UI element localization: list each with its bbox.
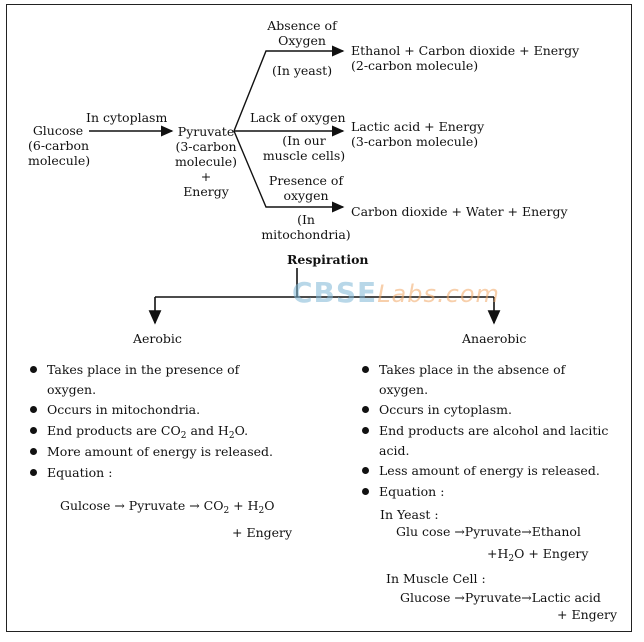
bullet-icon <box>30 406 37 413</box>
lack-of-oxygen-label: Lack of oxygen <box>250 110 346 125</box>
aerobic-point-location: Occurs in mitochondria. <box>28 400 328 421</box>
bullet-icon <box>362 366 369 373</box>
respiration-title: Respiration <box>287 252 369 267</box>
muscle-equation-line2: + Engery <box>557 607 618 622</box>
bullet-icon <box>30 448 37 455</box>
bullet-icon <box>362 467 369 474</box>
bullet-icon <box>30 366 37 373</box>
in-cytoplasm-label: In cytoplasm <box>86 110 168 125</box>
in-yeast-heading: In Yeast : <box>380 507 439 522</box>
in-yeast-label: (In yeast) <box>272 63 333 78</box>
branch-anaerobic-yeast-arrow <box>233 45 345 132</box>
watermark-logo: CBSELabs.com <box>292 276 500 309</box>
bullet-icon <box>362 488 369 495</box>
anaerobic-point-location: Occurs in cytoplasm. <box>360 400 630 421</box>
aerobic-equation-line2: + Engery <box>232 525 293 540</box>
aerobic-point-equation: Equation : <box>28 463 328 484</box>
aerobic-point-products: End products are CO2 and H2O. <box>28 421 328 442</box>
anaerobic-heading: Anaerobic <box>462 331 527 346</box>
anaerobic-point-energy: Less amount of energy is released. <box>360 461 630 482</box>
lactic-acid-result: Lactic acid + Energy(3-carbon molecule) <box>351 119 485 149</box>
bullet-icon <box>362 406 369 413</box>
ethanol-result: Ethanol + Carbon dioxide + Energy(2-carb… <box>351 43 580 73</box>
aerobic-point-energy: More amount of energy is released. <box>28 442 328 463</box>
muscle-equation-line1: Glucose →Pyruvate→Lactic acid <box>400 590 601 605</box>
aerobic-equation-line1: Gulcose → Pyruvate → CO2 + H2O <box>60 498 275 516</box>
in-muscle-cell-heading: In Muscle Cell : <box>386 571 486 586</box>
diagram-frame <box>6 4 632 632</box>
anaerobic-point-equation: Equation : <box>360 482 630 503</box>
bullet-icon <box>30 427 37 434</box>
bullet-icon <box>362 427 369 434</box>
aerobic-result: Carbon dioxide + Water + Energy <box>351 204 568 219</box>
yeast-equation-line1: Glu cose →Pyruvate→Ethanol <box>396 524 581 539</box>
branch-aerobic-arrow <box>233 130 345 213</box>
bullet-icon <box>30 469 37 476</box>
aerobic-heading: Aerobic <box>133 331 182 346</box>
yeast-equation-line2: +H2O + Engery <box>487 546 589 564</box>
